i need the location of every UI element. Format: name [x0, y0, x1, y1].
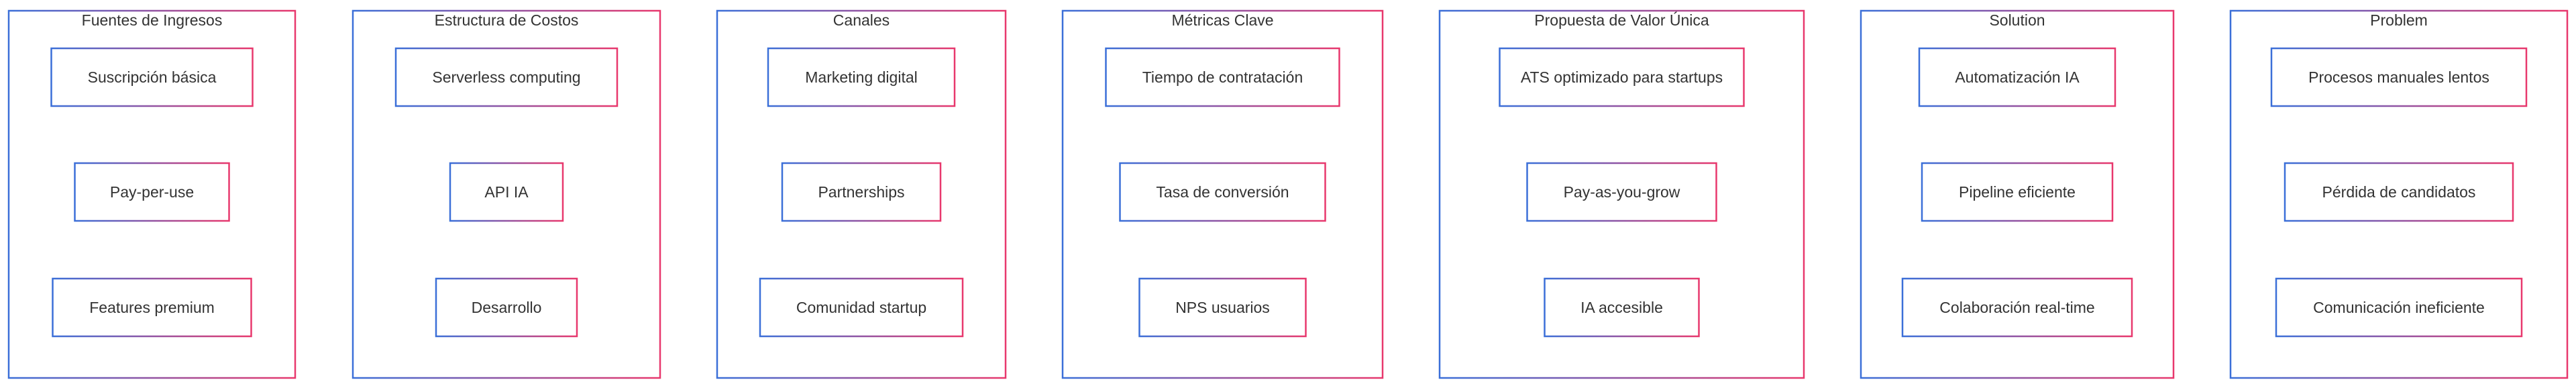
node-label: Partnerships	[818, 183, 904, 201]
node-label: Procesos manuales lentos	[2308, 68, 2489, 86]
node-label: Suscripción básica	[88, 68, 217, 86]
node-box	[2275, 277, 2523, 338]
panel-title: Propuesta de Valor Única	[1534, 11, 1709, 29]
node-label: Colaboración real-time	[1939, 299, 2094, 316]
node-label: IA accesible	[1580, 299, 1663, 316]
node-box	[74, 162, 230, 222]
node-label: ATS optimizado para startups	[1521, 68, 1723, 86]
panel-frame	[2229, 9, 2569, 379]
node-label: Pay-per-use	[110, 183, 194, 201]
node-label: Tiempo de contratación	[1142, 68, 1303, 86]
node-box	[1921, 162, 2114, 222]
node-label: Serverless computing	[432, 68, 580, 86]
node-label: API IA	[484, 183, 529, 201]
panel-title: Fuentes de Ingresos	[82, 11, 223, 29]
node-box	[1918, 47, 2116, 107]
node-label: Pipeline eficiente	[1959, 183, 2076, 201]
node-label: Pay-as-you-grow	[1564, 183, 1680, 201]
node-box	[50, 47, 254, 107]
node-label: Tasa de conversión	[1156, 183, 1289, 201]
node-box	[1105, 47, 1340, 107]
node-box	[759, 277, 964, 338]
panel-title: Canales	[833, 11, 890, 29]
node-box	[1526, 162, 1717, 222]
panel-frame	[1860, 9, 2175, 379]
node-box	[1901, 277, 2133, 338]
node-label: NPS usuarios	[1175, 299, 1270, 316]
node-label: Desarrollo	[472, 299, 542, 316]
node-box	[1544, 277, 1700, 338]
panel-frame	[1061, 9, 1384, 379]
node-box	[781, 162, 942, 222]
node-box	[2270, 47, 2528, 107]
node-label: Automatización IA	[1955, 68, 2080, 86]
node-label: Pérdida de candidatos	[2322, 183, 2476, 201]
node-box	[1499, 47, 1745, 107]
node-box	[2284, 162, 2514, 222]
node-box	[767, 47, 956, 107]
node-box	[52, 277, 252, 338]
panel-frame	[352, 9, 661, 379]
panel-title: Solution	[1989, 11, 2045, 29]
node-label: Comunicación ineficiente	[2313, 299, 2485, 316]
node-label: Comunidad startup	[796, 299, 926, 316]
node-box	[1138, 277, 1307, 338]
node-box	[394, 47, 619, 107]
panel-title: Estructura de Costos	[435, 11, 579, 29]
panel-title: Problem	[2370, 11, 2428, 29]
node-box	[1119, 162, 1326, 222]
node-label: Features premium	[89, 299, 215, 316]
panel-frame	[716, 9, 1007, 379]
node-label: Marketing digital	[805, 68, 917, 86]
node-box	[449, 162, 564, 222]
panel-frame	[7, 9, 297, 379]
panel-title: Métricas Clave	[1171, 11, 1273, 29]
node-box	[435, 277, 578, 338]
panel-frame	[1438, 9, 1805, 379]
